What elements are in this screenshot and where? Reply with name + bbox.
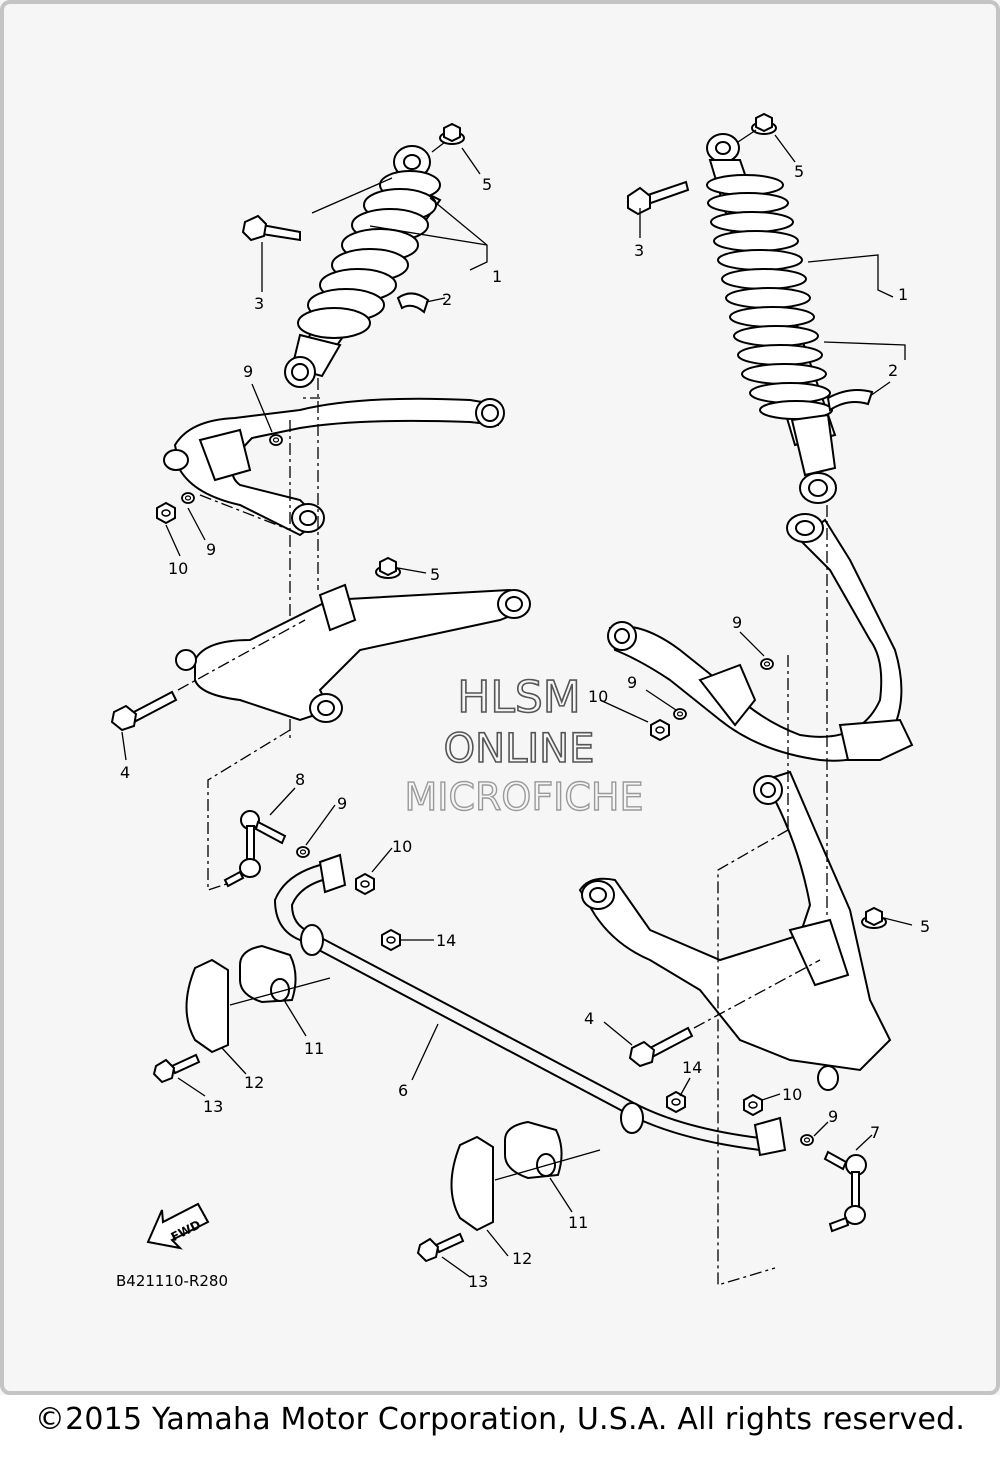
callout-9-d: 9	[732, 613, 742, 632]
callout-2-right: 2	[888, 361, 898, 380]
copyright-notice: ©2015 Yamaha Motor Corporation, U.S.A. A…	[34, 1402, 966, 1437]
nut-5-d	[861, 907, 887, 929]
washer-9-b	[181, 492, 195, 504]
callout-14-a: 14	[436, 931, 456, 950]
callout-5-left: 5	[482, 175, 492, 194]
callout-5-c: 5	[430, 565, 440, 584]
leader-lines	[121, 134, 913, 1278]
bracket-12-right	[450, 1135, 494, 1232]
nut-10-c	[355, 873, 375, 895]
fwd-arrow: FWD	[146, 1202, 210, 1250]
watermark-line-3: MICROFICHE	[404, 775, 643, 819]
washer-9-e	[673, 708, 687, 720]
nut-10-b	[650, 719, 670, 741]
washer-9-f	[800, 1134, 814, 1146]
callout-14-b: 14	[682, 1058, 702, 1077]
callout-5-right: 5	[794, 162, 804, 181]
callout-10-d: 10	[782, 1085, 802, 1104]
bar-bushing-collar-left	[300, 924, 324, 956]
watermark-line-1: HLSM	[457, 672, 581, 723]
bar-bushing-collar-right	[620, 1102, 644, 1134]
washer-9-c	[296, 846, 310, 858]
bushing-11-left	[239, 944, 297, 1004]
callout-12-right: 12	[512, 1249, 532, 1268]
right-upper-arm	[607, 513, 914, 762]
rear-suspension-diagram: 1 2 3 5 1 2 3 5 9 9 10 5 4 9 9 10 8 9 10…	[110, 113, 930, 1291]
spring-clip-left	[396, 292, 430, 314]
callout-10-c: 10	[392, 837, 412, 856]
bracket-12-left	[185, 958, 229, 1054]
stabilizer-link-8	[223, 810, 287, 888]
watermark-line-2: ONLINE	[444, 726, 595, 772]
washer-9-a	[269, 434, 283, 446]
callout-9-c: 9	[337, 794, 347, 813]
callout-3-right: 3	[634, 241, 644, 260]
callout-7: 7	[870, 1123, 880, 1142]
right-shock-absorber	[706, 133, 837, 504]
left-upper-arm	[163, 397, 505, 537]
callout-11-right: 11	[568, 1213, 588, 1232]
bolt-13-left	[152, 1053, 201, 1084]
callout-9-a: 9	[243, 362, 253, 381]
spring-clip-right	[826, 389, 874, 412]
watermark: HLSM ONLINE MICROFICHE	[404, 671, 644, 820]
callout-9-f: 9	[828, 1107, 838, 1126]
callout-12-left: 12	[244, 1073, 264, 1092]
bolt-4-left	[110, 690, 178, 732]
bolt-13-right	[416, 1232, 465, 1263]
callout-2-left: 2	[442, 290, 452, 309]
callout-11-left: 11	[304, 1039, 324, 1058]
callout-1-left: 1	[492, 267, 502, 286]
washer-9-d	[760, 658, 774, 670]
right-lower-arm	[578, 770, 892, 1091]
bolt-3-left	[241, 214, 301, 242]
callout-1-right: 1	[898, 285, 908, 304]
nut-14-b	[666, 1091, 686, 1113]
callout-8: 8	[295, 770, 305, 789]
callout-13-right: 13	[468, 1272, 488, 1291]
callout-4-left: 4	[120, 763, 130, 782]
callout-5-d: 5	[920, 917, 930, 936]
nut-14-a	[381, 929, 401, 951]
callout-6: 6	[398, 1081, 408, 1100]
bolt-4-right	[628, 1026, 694, 1068]
callout-numbers: 1 2 3 5 1 2 3 5 9 9 10 5 4 9 9 10 8 9 10…	[120, 162, 930, 1291]
part-code: B421110-R280	[116, 1272, 228, 1290]
nut-5-left	[439, 123, 465, 145]
left-lower-arm	[175, 583, 531, 723]
nut-10-a	[156, 502, 176, 524]
stabilizer-link-7	[823, 1150, 867, 1233]
callout-10-b: 10	[588, 687, 608, 706]
callout-13-left: 13	[203, 1097, 223, 1116]
callout-9-b: 9	[206, 540, 216, 559]
callout-3-left: 3	[254, 294, 264, 313]
bolt-3-right	[627, 180, 690, 216]
callout-9-e: 9	[627, 673, 637, 692]
left-shock-absorber	[284, 145, 442, 388]
callout-4-right: 4	[584, 1009, 594, 1028]
stabilizer-bar-6	[273, 853, 787, 1157]
callout-10-a: 10	[168, 559, 188, 578]
nut-5-c	[375, 557, 401, 579]
nut-10-d	[743, 1094, 763, 1116]
